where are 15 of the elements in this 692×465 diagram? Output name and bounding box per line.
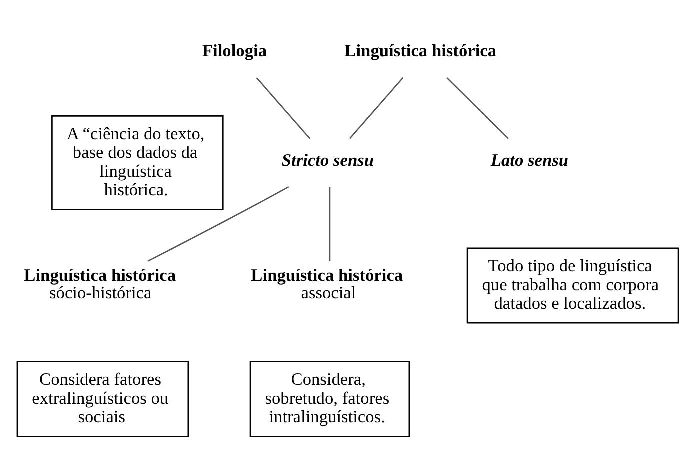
connector — [329, 186, 331, 261]
node-text: Linguística histórica associal — [251, 265, 404, 302]
node-text: Lato sensu — [490, 150, 569, 170]
connector — [256, 76, 311, 139]
node-box: Considera, sobretudo, fatores intralinguísticos. — [250, 360, 410, 437]
node-text: Linguística histórica — [344, 41, 497, 60]
connector — [148, 186, 290, 262]
node-box: Todo tipo de linguística que trabalha com corpora datados e localizados. — [466, 247, 680, 324]
node-text: Linguística histórica sócio-histórica — [24, 265, 176, 302]
node-box: Considera fatores extralinguísticos ou sociais — [16, 360, 190, 437]
connector — [349, 76, 404, 139]
node-box: A “ciência do texto, base dos dados da linguística histórica. — [52, 114, 224, 210]
node-text: Stricto sensu — [282, 150, 374, 170]
connector — [446, 76, 510, 139]
node-text: Filologia — [202, 41, 268, 60]
